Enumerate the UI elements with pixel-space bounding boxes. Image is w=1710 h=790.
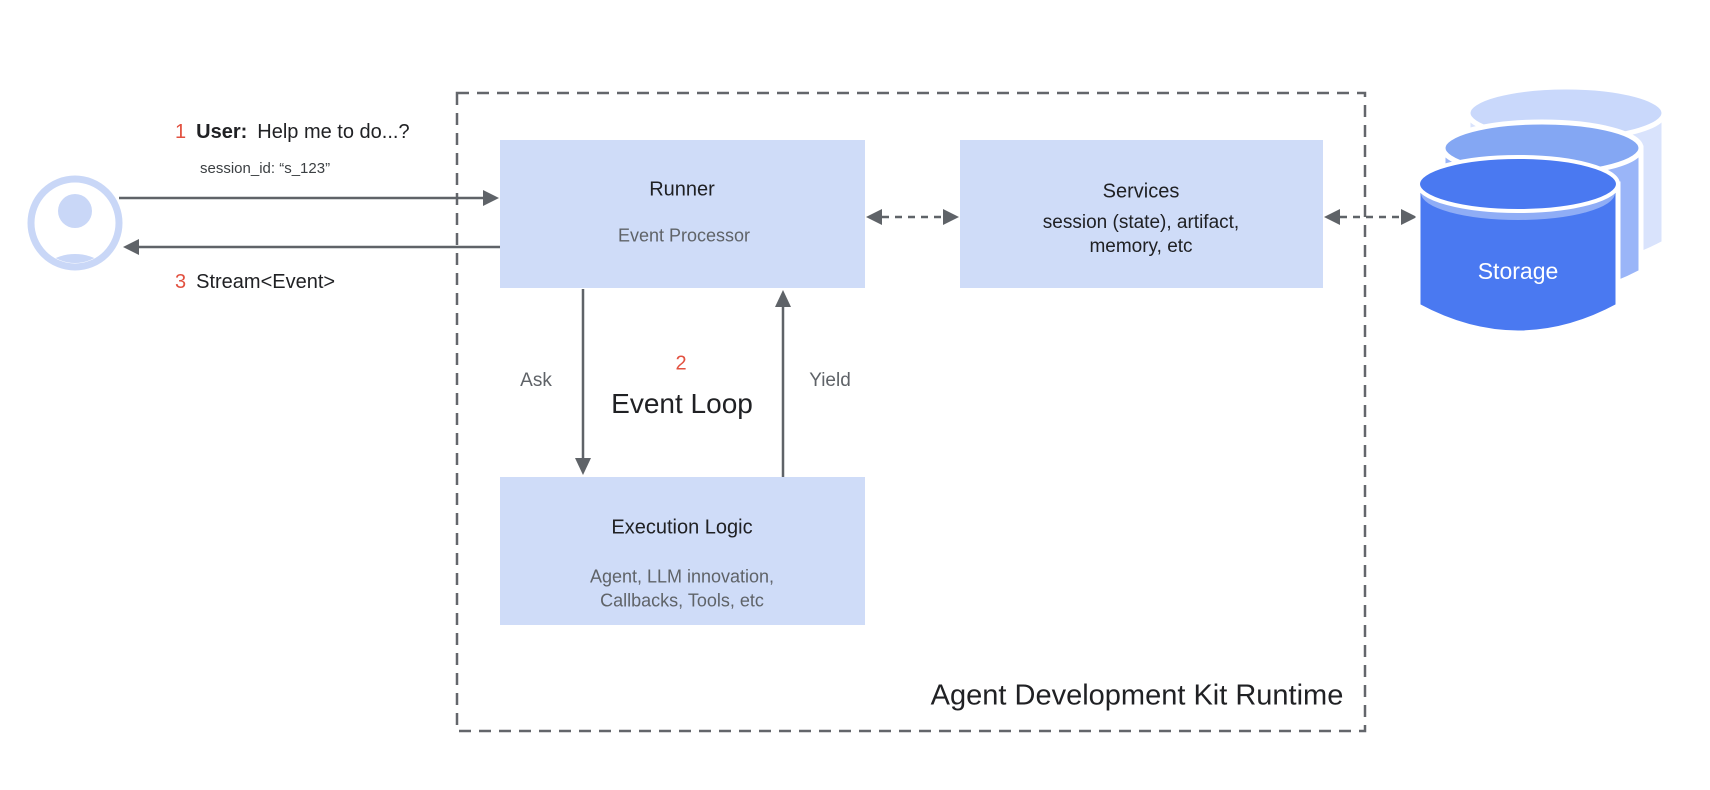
event-processor-label: Event Processor xyxy=(617,225,751,246)
execution-logic-line1: Agent, LLM innovation, xyxy=(589,566,775,587)
event-loop-label: Event Loop xyxy=(611,387,753,419)
services-title: Services xyxy=(1102,180,1180,203)
execution-logic-title: Execution Logic xyxy=(611,516,753,539)
runtime-caption: Agent Development Kit Runtime xyxy=(930,679,1344,712)
services-description-line2: memory, etc xyxy=(1089,236,1193,258)
user-request-label: 1 User: Help me to do...? xyxy=(175,121,410,144)
runner-box: Runner Event Processor xyxy=(500,140,865,288)
user-request-message: Help me to do...? xyxy=(257,121,410,143)
arrow-user-to-runner xyxy=(119,190,499,206)
step-1-number: 1 xyxy=(175,121,187,143)
runtime-boundary xyxy=(455,91,1367,733)
arrow-ask-down xyxy=(575,289,591,475)
storage-label: Storage xyxy=(1477,257,1559,284)
ask-label: Ask xyxy=(520,370,552,392)
execution-logic-box: Execution Logic Agent, LLM innovation, C… xyxy=(500,477,865,625)
step-2-number: 2 xyxy=(675,352,687,375)
services-box: Services session (state), artifact, memo… xyxy=(960,140,1323,288)
services-description-line1: session (state), artifact, xyxy=(1042,212,1240,234)
connector-services-storage xyxy=(1324,209,1417,225)
yield-label: Yield xyxy=(809,370,851,392)
stream-response-message: Stream<Event> xyxy=(196,271,336,293)
connector-runner-services xyxy=(866,209,959,225)
runner-title: Runner xyxy=(649,178,715,201)
storage-database-icon xyxy=(1415,84,1667,336)
step-3-number: 3 xyxy=(175,271,187,293)
user-avatar-icon xyxy=(27,175,123,271)
execution-logic-line2: Callbacks, Tools, etc xyxy=(600,590,764,611)
arrow-yield-up xyxy=(775,290,791,477)
user-request-speaker: User: xyxy=(196,121,248,143)
stream-response-label: 3 Stream<Event> xyxy=(175,271,335,294)
session-id-label: session_id: “s_123” xyxy=(200,160,331,177)
arrow-runner-to-user xyxy=(123,239,500,255)
